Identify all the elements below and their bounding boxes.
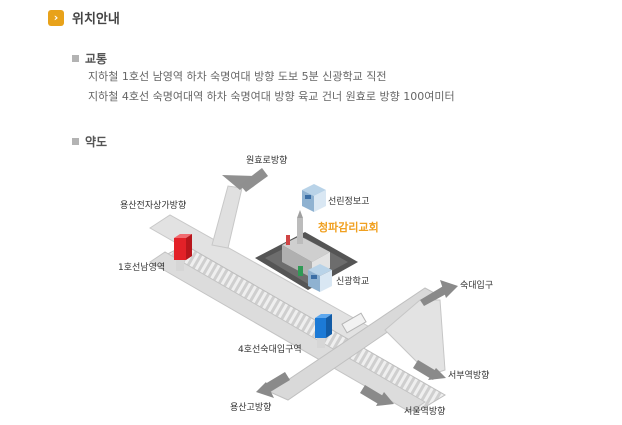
transport-heading: 교통 [72, 50, 107, 67]
chevron-right-icon: › [48, 9, 64, 26]
label-seoul-station: 서울역방향 [404, 405, 445, 417]
label-yongsan-high: 용산고방향 [230, 401, 271, 413]
arrow-seoul-station-icon [360, 385, 394, 406]
label-seonrin: 선린정보고 [328, 196, 369, 207]
label-sookdae-gate: 숙대입구 [460, 279, 493, 291]
label-seobu: 서부역방향 [448, 369, 489, 381]
arrow-seobu-icon [413, 360, 446, 380]
line1-station-marker [174, 234, 192, 271]
arrow-wonhyoro-icon [222, 175, 255, 190]
transport-line-2: 지하철 4호선 숙명여대역 하차 숙명여대 방향 육교 건너 원효로 방향 10… [88, 90, 455, 103]
footbridge [341, 312, 367, 334]
label-church: 청파감리교회 [318, 220, 379, 234]
seonrin-building [302, 184, 326, 212]
map-heading-text: 약도 [85, 135, 108, 149]
label-wonhyoro: 원효로방향 [246, 154, 287, 166]
label-singwang: 신광학교 [336, 275, 369, 287]
arrow-sookdae-gate-icon [420, 280, 458, 306]
line4-station-marker [315, 314, 332, 348]
road-wonhyoro [211, 168, 268, 249]
label-yongsan-mall: 용산전자상가방향 [120, 199, 186, 211]
transport-line-1: 지하철 1호선 남영역 하차 숙명여대 방향 도보 5분 신광학교 직전 [88, 70, 387, 83]
page-title-text: 위치안내 [72, 12, 120, 27]
map-heading: 약도 [72, 133, 107, 150]
square-bullet-icon [72, 138, 79, 145]
singwang-building [308, 264, 332, 292]
transport-heading-text: 교통 [85, 52, 108, 66]
square-bullet-icon [72, 55, 79, 62]
page-title: › 위치안내 [48, 8, 120, 27]
arrow-yongsan-high-icon [256, 372, 290, 398]
label-namyeong: 1호선남영역 [118, 262, 165, 273]
label-sookdae-station: 4호선숙대입구역 [238, 343, 302, 355]
